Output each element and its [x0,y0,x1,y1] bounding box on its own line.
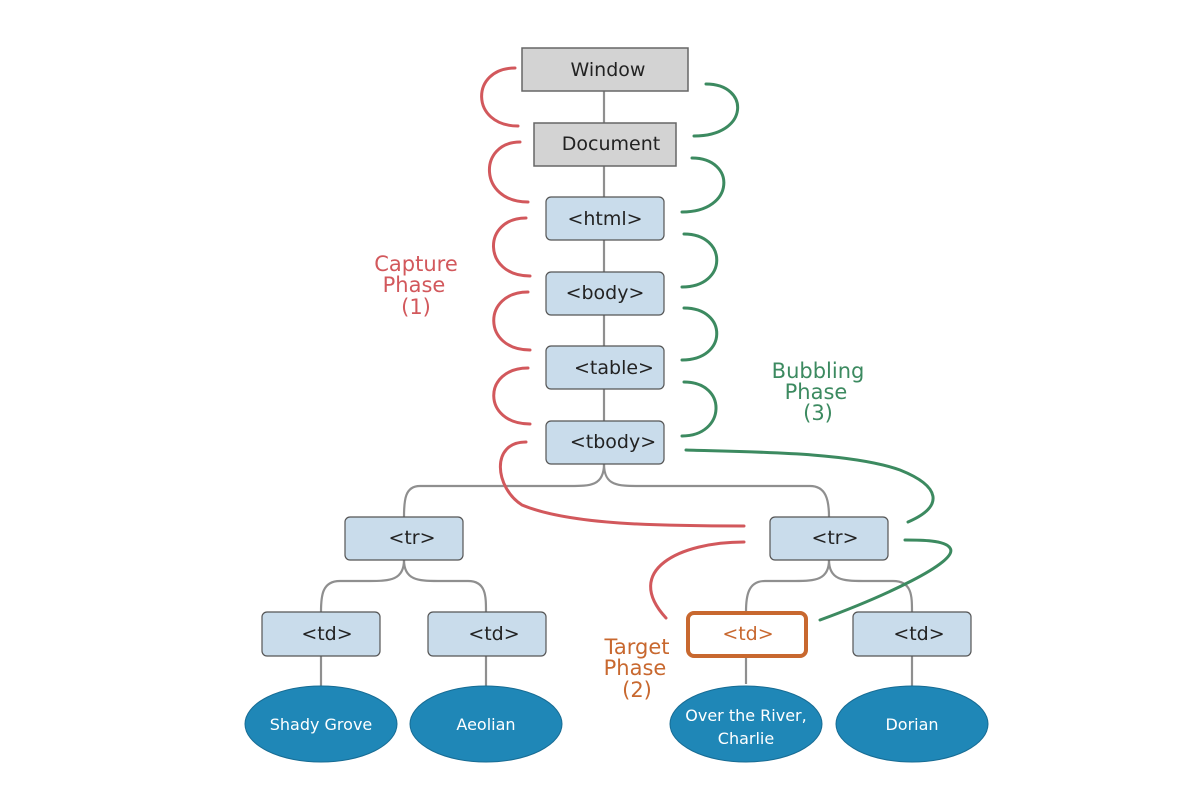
node-tr-left-label: <tr> [388,527,435,549]
capture-arcs [480,66,746,620]
node-td-target: <td> [686,611,808,658]
bubbling-phase-label: Bubbling Phase (3) [772,359,865,425]
capture-arc-document [487,140,530,204]
node-td-2-label: <td> [468,623,519,645]
bubbling-phase-line1: Bubbling [772,359,865,383]
leaf-4-label: Dorian [885,715,938,734]
leaf-4: Dorian [835,685,989,763]
capture-arc-table [492,366,532,426]
bubbling-arc-table [680,306,719,362]
bubbling-arc-td [818,538,953,622]
leaf-1: Shady Grove [244,685,398,763]
leaf-3-label-line2: Charlie [718,729,774,748]
capture-phase-label: Capture Phase (1) [374,252,458,319]
node-tbody: <tbody> [545,420,665,465]
node-window: Window [521,47,689,92]
edge-tr-right-td4 [827,559,914,613]
bubbling-phase-line3: (3) [803,401,833,425]
node-td-4: <td> [852,611,972,657]
node-body-label: <body> [566,282,645,304]
leaf-1-label: Shady Grove [270,715,373,734]
capture-phase-line3: (1) [401,295,431,319]
leaf-3: Over the River, Charlie [669,685,823,763]
node-window-label: Window [571,59,646,81]
capture-arc-tbody [499,440,746,528]
bubbling-arc-tbody [680,380,718,438]
capture-arc-html [492,216,532,278]
bubbling-arcs [680,82,953,622]
node-td-target-label: <td> [722,623,773,645]
node-tr-right: <tr> [769,516,889,561]
target-phase-line3: (2) [622,678,652,702]
node-html: <html> [545,196,665,241]
bubbling-arc-body [680,232,719,289]
bubbling-arc-document [692,82,740,138]
target-phase-line1: Target [604,635,670,659]
node-table-label: <table> [574,357,654,379]
leaf-3-label-line1: Over the River, [685,706,806,725]
node-td-1-label: <td> [301,623,352,645]
node-table: <table> [545,345,665,390]
capture-arc-window [480,66,520,128]
node-tr-left: <tr> [344,516,464,561]
target-phase-line2: Phase [604,656,667,680]
node-document-label: Document [562,133,660,155]
leaf-2-label: Aeolian [456,715,515,734]
node-tbody-label: <tbody> [570,431,656,453]
tree-edges [319,91,914,686]
node-tr-right-label: <tr> [811,527,858,549]
node-td-1: <td> [261,611,381,657]
edge-tr-right-td3 [744,559,831,613]
capture-arc-body [492,290,532,352]
leaf-2: Aeolian [409,685,563,763]
node-document: Document [533,122,677,167]
capture-arc-tr [649,540,746,620]
bubbling-arc-html [680,156,726,214]
target-phase-label: Target Phase (2) [604,635,670,702]
node-html-label: <html> [567,208,642,230]
edge-tr-left-td1 [319,559,406,613]
edge-tbody-tr-right [602,463,831,518]
bubbling-arc-tr [684,448,935,524]
edge-tr-left-td2 [402,559,488,613]
capture-phase-line2: Phase [383,273,446,297]
edge-tbody-tr-left [402,463,606,518]
node-td-2: <td> [427,611,547,657]
node-td-4-label: <td> [893,623,944,645]
bubbling-phase-line2: Phase [785,380,848,404]
capture-phase-line1: Capture [374,252,458,276]
node-body: <body> [545,271,665,316]
